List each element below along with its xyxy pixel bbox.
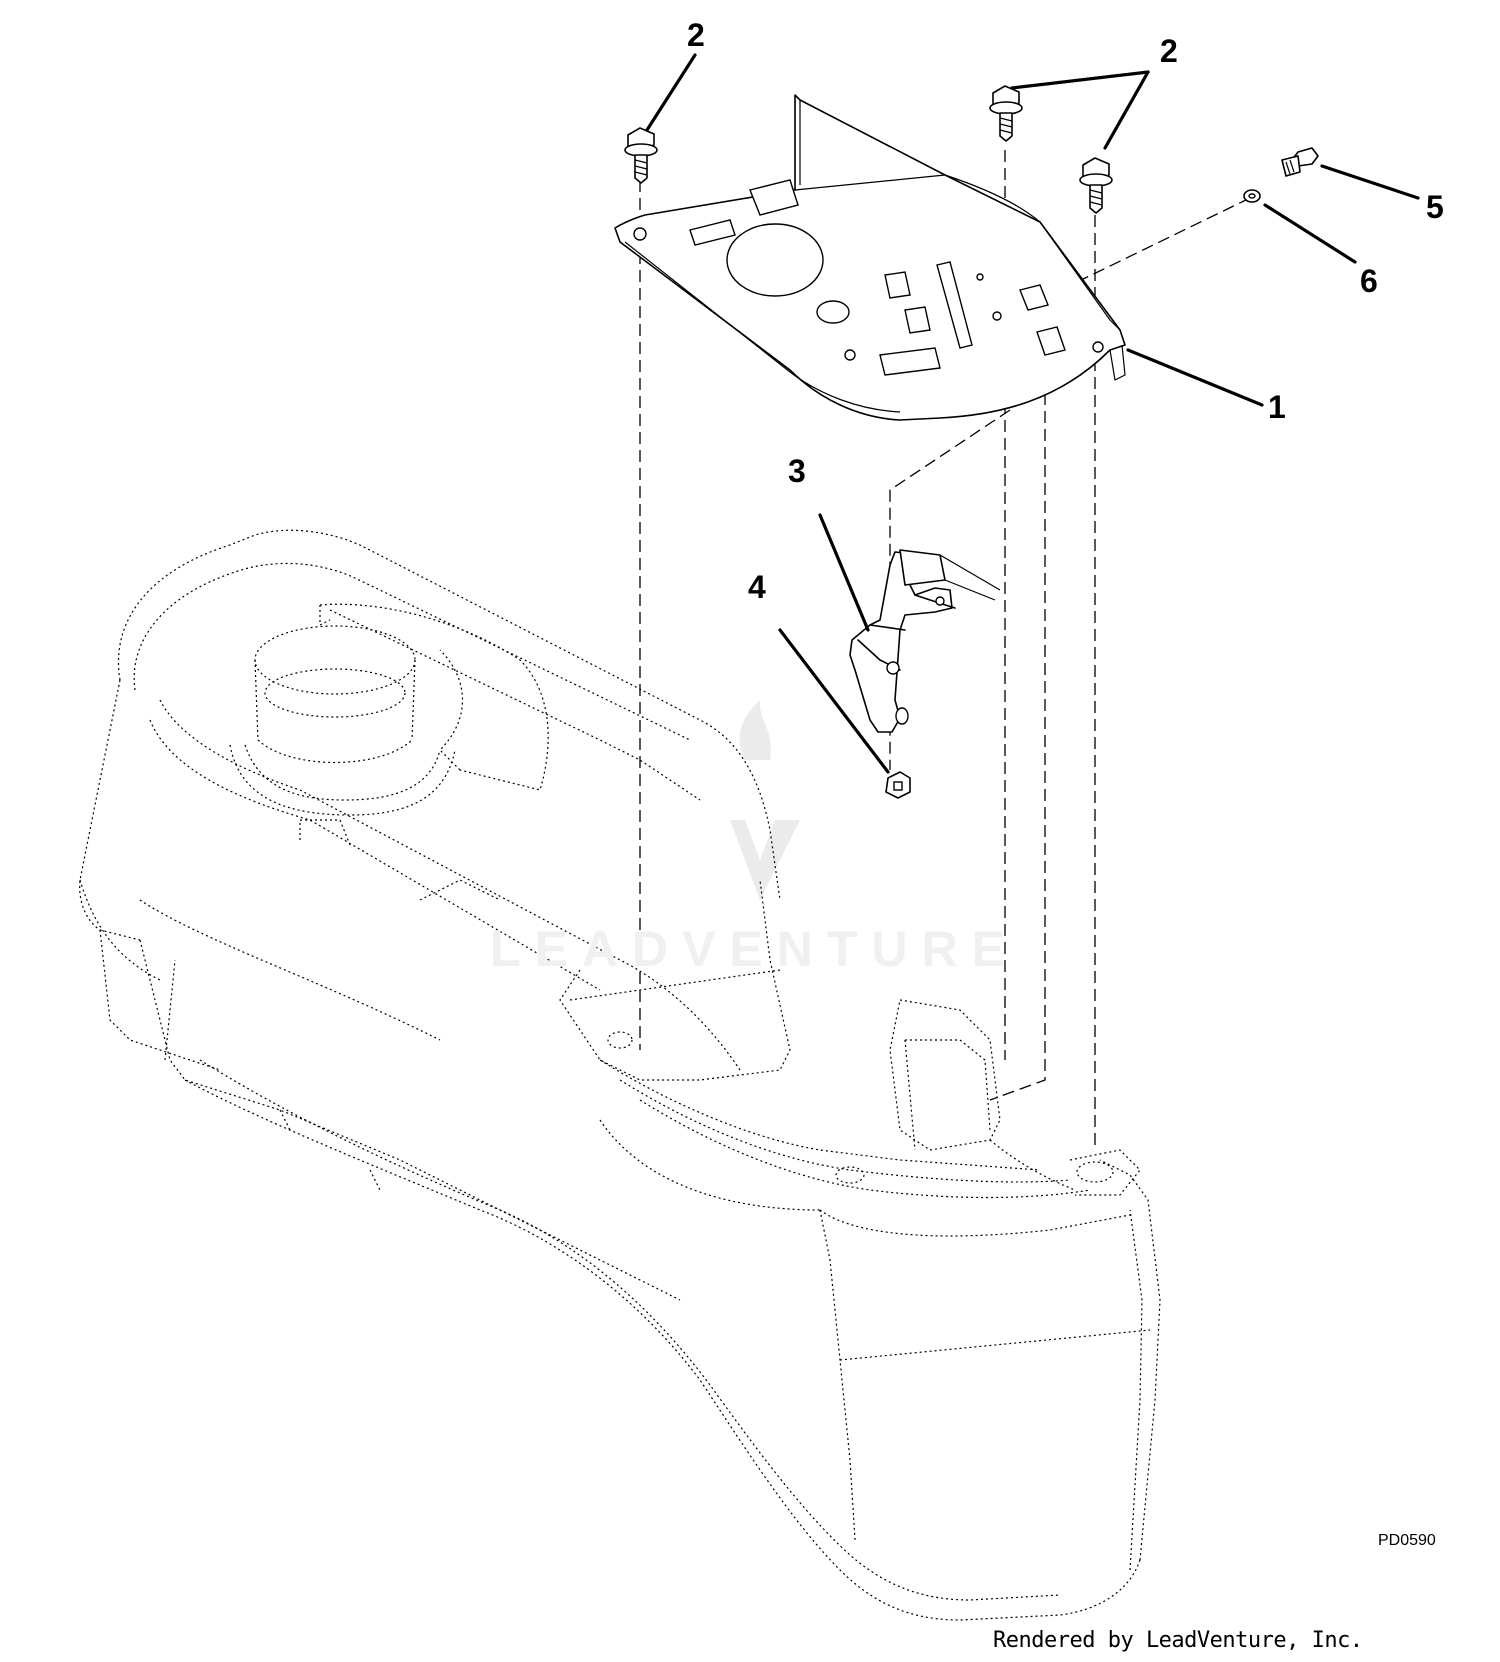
callout-3: 3 (788, 453, 806, 489)
callout-2-right: 2 (1160, 33, 1178, 69)
callout-6: 6 (1360, 263, 1378, 299)
mounting-plate (614, 94, 1126, 421)
leader-lines (645, 53, 1420, 774)
callout-2-left: 2 (687, 17, 705, 53)
watermark-text: LEADVENTURE (490, 921, 1020, 977)
screw-2-right (1079, 157, 1113, 214)
leadventure-logo-watermark (730, 700, 800, 900)
callout-labels: 1 2 2 3 4 5 6 (687, 17, 1444, 605)
washer-6 (1243, 189, 1261, 203)
screw-2-left (624, 127, 658, 184)
nut-4 (885, 771, 911, 799)
screw-5 (1281, 147, 1319, 177)
bracket (849, 549, 1001, 733)
callout-5: 5 (1426, 189, 1444, 225)
callout-4: 4 (748, 569, 766, 605)
screw-2-middle (989, 85, 1023, 142)
rendered-by-credit: Rendered by LeadVenture, Inc. (993, 1628, 1363, 1653)
callout-1: 1 (1268, 389, 1286, 425)
fender-housing (79, 529, 1161, 1621)
figure-code: PD0590 (1378, 1532, 1436, 1549)
